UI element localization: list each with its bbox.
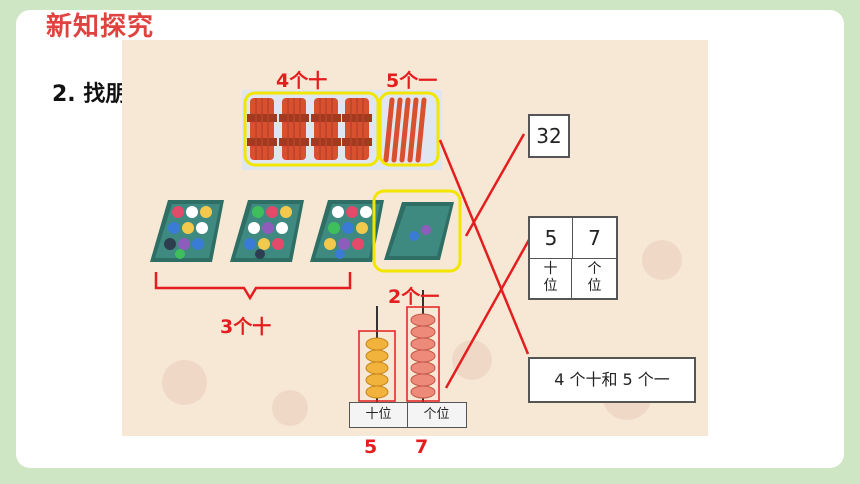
abacus-ones-label: 个位 bbox=[423, 407, 450, 422]
sticks-annotation: 5个一 bbox=[386, 70, 438, 92]
plates-annotation: 3个十 bbox=[220, 316, 272, 338]
tens-label-cell: 十 位 bbox=[530, 259, 572, 298]
number-box-32: 32 bbox=[528, 114, 570, 158]
beads-annotation: 2个一 bbox=[388, 286, 440, 308]
ones-value-cell: 7 bbox=[573, 218, 616, 259]
abacus-tens-label: 十位 bbox=[350, 403, 408, 427]
abacus-place-labels: 十位 个位 bbox=[349, 402, 467, 428]
tens-value-cell: 5 bbox=[530, 218, 573, 259]
ones-digit-annotation: 7 bbox=[415, 436, 429, 458]
bundles-annotation: 4个十 bbox=[276, 70, 328, 92]
place-value-table: 5 7 十 位 个 位 bbox=[528, 216, 618, 300]
section-title: 新知探究 bbox=[46, 12, 155, 42]
ones-label-cell: 个 位 bbox=[587, 261, 602, 294]
tens-digit-annotation: 5 bbox=[364, 436, 378, 458]
description-box: 4 个十和 5 个一 bbox=[528, 357, 696, 403]
